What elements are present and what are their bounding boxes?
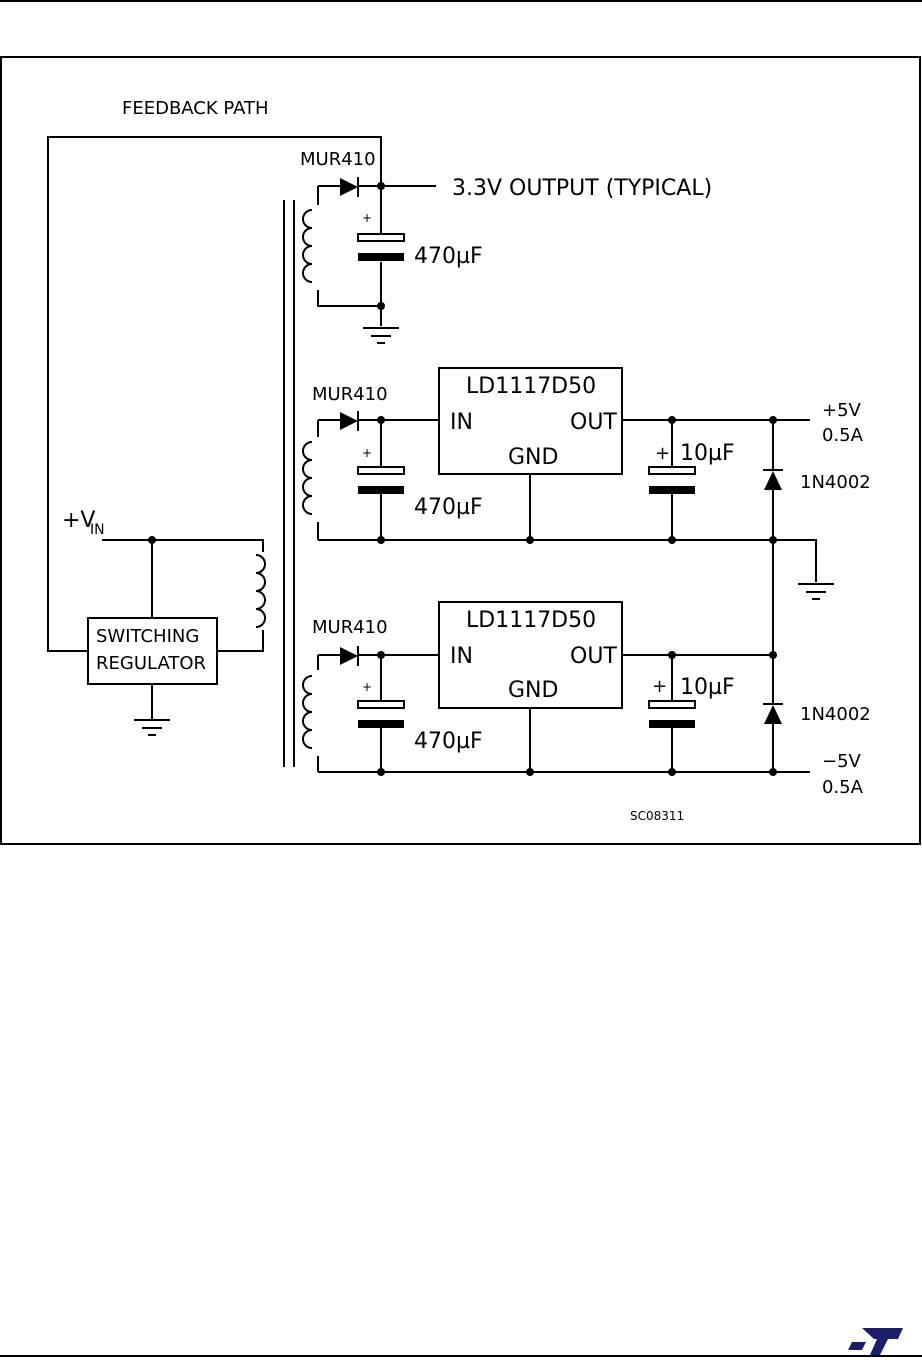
pos5v-label: +5V [822, 400, 862, 421]
ld1117-mid-name: LD1117D50 [466, 374, 596, 399]
st-logo [848, 1328, 903, 1355]
neg5v-label: −5V [822, 751, 862, 772]
diode-1n4002-bot [764, 705, 782, 724]
secondary-winding-top [303, 186, 381, 306]
svg-text:+: + [362, 680, 372, 694]
ground-symbol-top [363, 328, 399, 343]
cap-top-plate-solid [358, 253, 404, 261]
ground-symbol-mid [798, 584, 834, 599]
cap-top-plus: + [362, 211, 372, 225]
ground-rail-mid [318, 540, 816, 582]
cap-top-plate [358, 234, 404, 241]
output-33-label: 3.3V OUTPUT (TYPICAL) [452, 176, 712, 201]
cap-mid-out-label: 10µF [680, 441, 735, 466]
svg-text:IN: IN [450, 644, 473, 669]
svg-text:OUT: OUT [570, 644, 617, 669]
switching-regulator-label-2: REGULATOR [96, 653, 206, 674]
svg-text:+: + [655, 443, 670, 464]
neg5v-current-label: 0.5A [822, 777, 864, 798]
svg-text:OUT: OUT [570, 410, 617, 435]
cap-top-label: 470µF [414, 244, 483, 269]
primary-winding [217, 555, 265, 651]
transformer-core [284, 200, 294, 767]
feedback-path-label: FEEDBACK PATH [122, 98, 269, 119]
diode-top-symbol [340, 178, 358, 196]
diode-1n4002-bot-label: 1N4002 [800, 704, 871, 725]
pos5v-current-label: 0.5A [822, 425, 864, 446]
secondary-winding-bot [303, 655, 318, 772]
diode-mid-symbol [340, 412, 358, 430]
vin-subscript: IN [90, 522, 105, 538]
svg-text:+: + [362, 446, 372, 460]
switching-regulator-label-1: SWITCHING [96, 626, 199, 647]
cap-bot-in-label: 470µF [414, 729, 483, 754]
diode-mid-label: MUR410 [312, 384, 388, 405]
svg-text:+: + [652, 676, 667, 697]
cap-bot-out-label: 10µF [680, 675, 735, 700]
diode-bot-label: MUR410 [312, 617, 388, 638]
diode-1n4002-mid [764, 471, 782, 490]
diode-top-label: MUR410 [300, 149, 376, 170]
vin-wire [102, 540, 263, 552]
diode-1n4002-mid-label: 1N4002 [800, 472, 871, 493]
ground-symbol-regulator [134, 720, 170, 735]
diode-bot-symbol [340, 647, 358, 665]
cap-mid-in-label: 470µF [414, 495, 483, 520]
svg-text:GND: GND [508, 678, 558, 703]
ld1117-bot-name: LD1117D50 [466, 608, 596, 633]
svg-text:IN: IN [450, 410, 473, 435]
secondary-winding-mid [303, 420, 318, 540]
footer-rule [0, 1355, 922, 1357]
figure-code-label: SC08311 [630, 809, 684, 823]
svg-text:GND: GND [508, 445, 558, 470]
